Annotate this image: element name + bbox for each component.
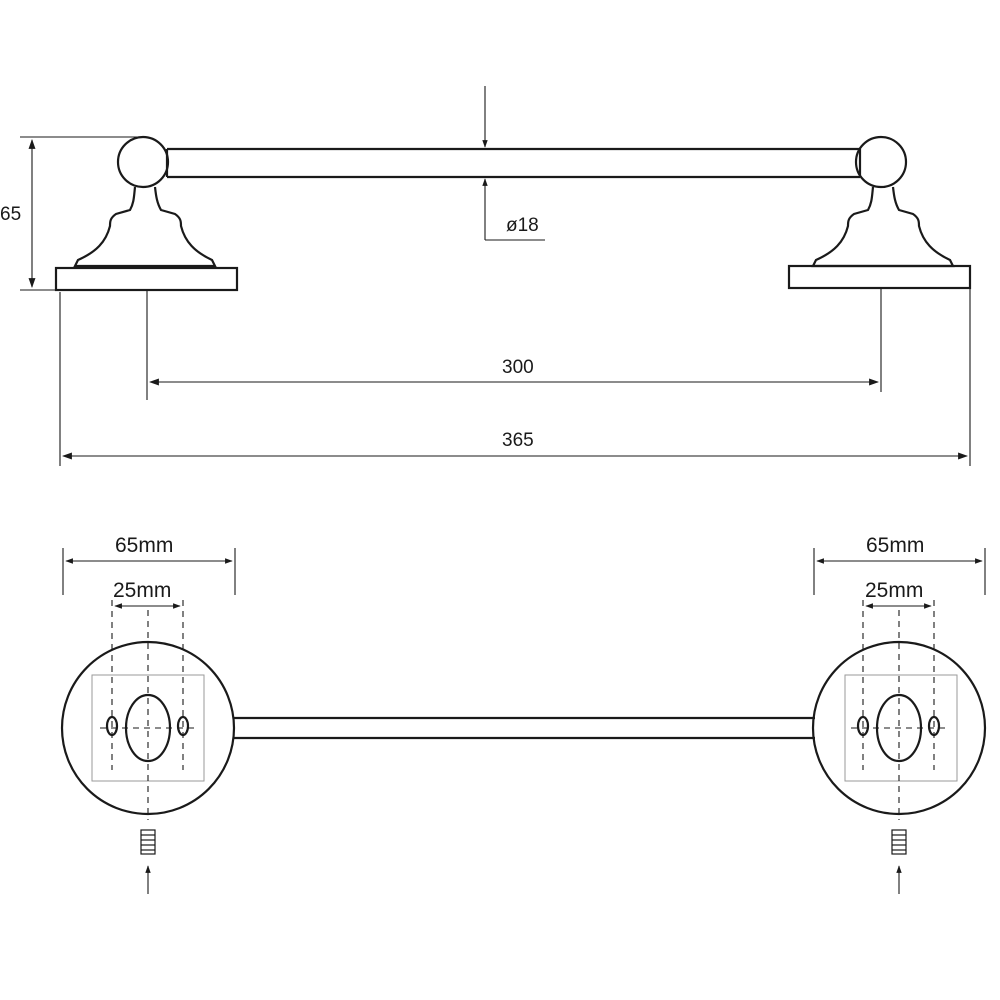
right-plate-width-dimension: 65mm (813, 534, 986, 595)
left-plate-width-label: 65mm (115, 534, 173, 557)
height-dimension: 65 (0, 136, 140, 291)
overall-length-dimension: 365 (59, 288, 971, 466)
centers-label: 300 (502, 357, 534, 378)
left-grub-screw (140, 829, 156, 855)
bar-diameter-callout: ø18 (482, 86, 545, 241)
right-mounting-plate (844, 674, 958, 782)
side-view: 65 ø18 300 365 (0, 86, 972, 466)
left-hole-spacing-dimension: 25mm (113, 579, 181, 609)
overall-length-label: 365 (502, 430, 534, 451)
mount-bar (234, 716, 815, 740)
centers-dimension: 300 (146, 288, 882, 400)
left-plate-width-dimension: 65mm (62, 534, 236, 595)
mounting-view: 65mm 25mm 65mm 25mm (60, 534, 987, 894)
right-grub-screw (891, 829, 907, 855)
left-side-bracket (54, 135, 239, 292)
height-label: 65 (0, 204, 21, 225)
left-wall-rose (60, 600, 236, 894)
right-hole-spacing-dimension: 25mm (865, 579, 932, 609)
bar-diameter-label: ø18 (506, 215, 539, 236)
right-wall-rose (811, 600, 987, 894)
right-plate-width-label: 65mm (866, 534, 924, 557)
side-bar (165, 147, 862, 179)
right-side-bracket (787, 135, 972, 290)
right-hole-spacing-label: 25mm (865, 579, 923, 602)
left-hole-spacing-label: 25mm (113, 579, 171, 602)
